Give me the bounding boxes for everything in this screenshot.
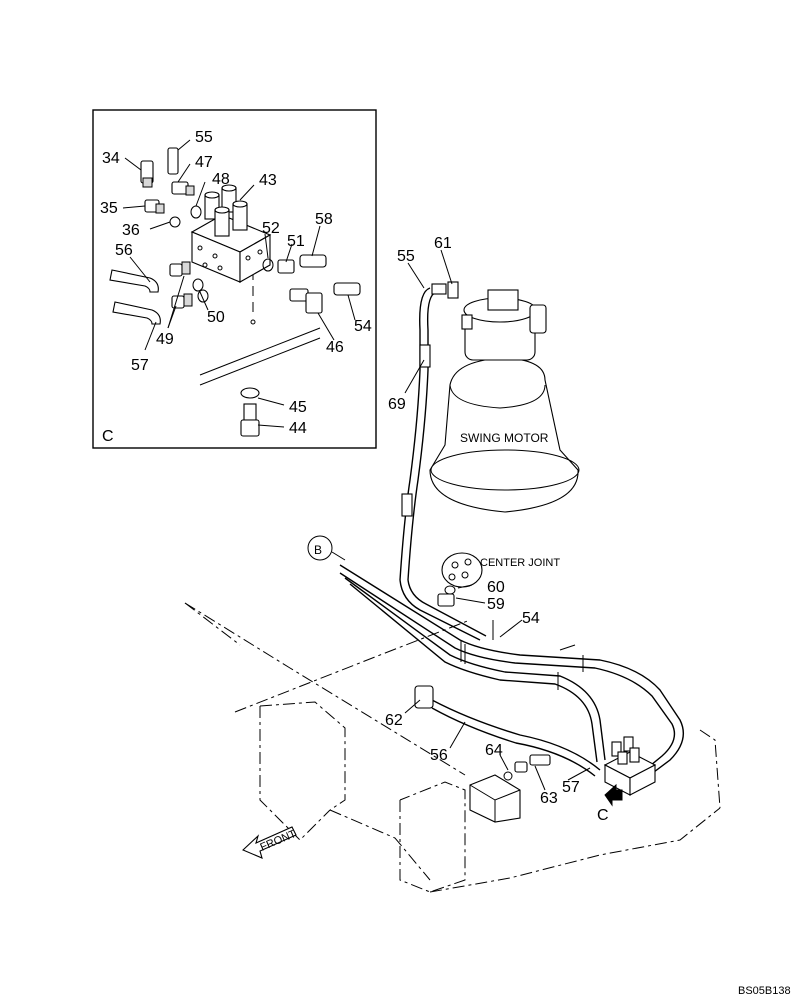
swing-motor: SWING MOTOR [429, 289, 580, 513]
callout: 43 [259, 172, 277, 189]
inset-leaders [122, 139, 356, 428]
callout: 57 [562, 779, 580, 796]
callout: 49 [156, 331, 174, 348]
callout: 56 [430, 747, 448, 764]
doc-code: BS05B138 [738, 985, 791, 997]
callout: 57 [131, 357, 149, 374]
callout: 36 [122, 222, 140, 239]
callout: 52 [262, 220, 280, 237]
callout: 64 [485, 742, 503, 759]
callout: 51 [287, 233, 305, 250]
hoses [339, 283, 684, 777]
connector-label: B [314, 543, 322, 557]
callout: 63 [540, 790, 558, 807]
main-callouts: 61 55 69 60 59 54 62 56 64 63 57 [385, 235, 580, 807]
callout: 60 [487, 579, 505, 596]
valve-block [190, 184, 272, 283]
callout: 69 [388, 396, 406, 413]
inset-detail: 55 34 47 48 43 35 36 52 58 51 56 50 54 4… [92, 109, 377, 449]
view-marker: C [597, 807, 609, 824]
callout: 34 [102, 150, 120, 167]
callout: 55 [397, 248, 415, 265]
front-arrow: FRONT [242, 826, 298, 859]
callout: 50 [207, 309, 225, 326]
connector-b: B [307, 535, 346, 561]
callout: 54 [354, 318, 372, 335]
valve-assembly: C [597, 736, 657, 824]
front-label: FRONT [258, 828, 298, 854]
frame-outline [184, 602, 721, 893]
callout: 62 [385, 712, 403, 729]
callout: 56 [115, 242, 133, 259]
inset-callouts: 55 34 47 48 43 35 36 52 58 51 56 50 54 4… [100, 129, 372, 445]
main-leaders [404, 249, 591, 791]
callout: 59 [487, 596, 505, 613]
box-component [469, 774, 521, 823]
callout: 54 [522, 610, 540, 627]
callout: 35 [100, 200, 118, 217]
center-joint-label: CENTER JOINT [480, 557, 560, 569]
center-joint: CENTER JOINT [441, 552, 560, 588]
callout: 48 [212, 171, 230, 188]
callout: 44 [289, 420, 307, 437]
inset-frame [92, 109, 377, 449]
callout: 55 [195, 129, 213, 146]
callout: 47 [195, 154, 213, 171]
swing-motor-label: SWING MOTOR [460, 431, 549, 445]
callout: 46 [326, 339, 344, 356]
callout: 58 [315, 211, 333, 228]
callout: 61 [434, 235, 452, 252]
main-fittings [414, 281, 551, 781]
inset-label: C [102, 428, 114, 445]
callout: 45 [289, 399, 307, 416]
inset-fittings [109, 147, 361, 437]
